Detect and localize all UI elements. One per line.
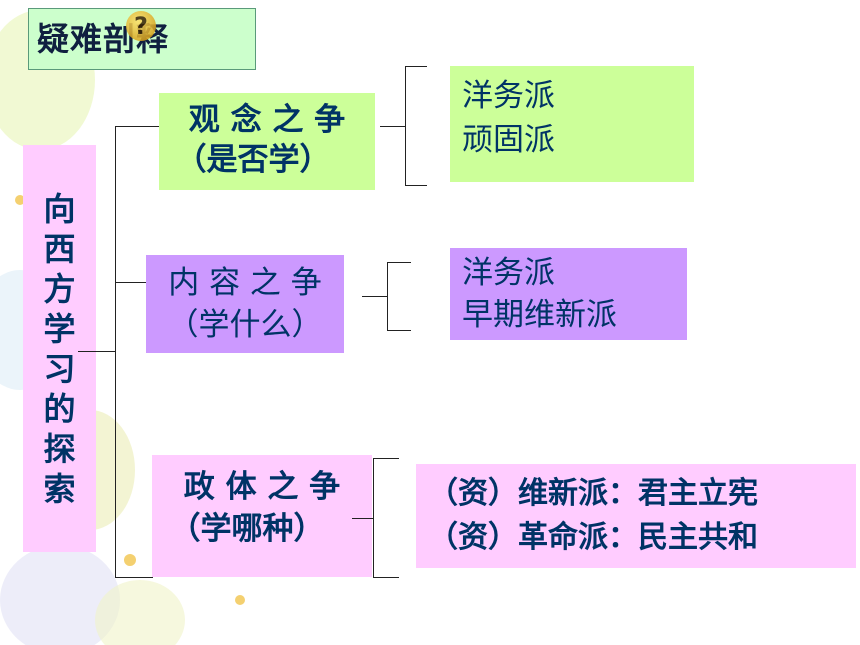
branch-title-1: 观 念 之 争 — [188, 102, 346, 138]
answer-box-3: （资）维新派：君主立宪 （资）革命派：民主共和 — [416, 464, 856, 568]
sparkle-decoration — [124, 554, 136, 566]
answer-box-2: 洋务派 早期维新派 — [450, 248, 687, 340]
connector-root-stub — [78, 351, 116, 352]
branch-title-3: 政 体 之 争 — [183, 469, 341, 505]
branch-box-2: 内 容 之 争 （学什么） — [146, 255, 344, 353]
connector-branch-3 — [115, 577, 153, 578]
bracket-3-vertical — [373, 458, 374, 578]
branch-subtitle-2: （学什么） — [167, 307, 323, 343]
bracket-2-vertical — [387, 262, 388, 331]
root-node: 向 西 方 学 习 的 探 索 — [23, 145, 96, 552]
connector-main-bracket — [115, 126, 116, 577]
sparkle-decoration — [235, 595, 245, 605]
connector-branch-2-right — [362, 296, 388, 297]
root-char: 学 — [43, 309, 76, 348]
balloon-decoration — [95, 580, 185, 645]
root-char: 的 — [43, 389, 76, 428]
answer-2-1: 洋务派 — [462, 255, 555, 291]
root-char: 索 — [43, 469, 76, 508]
bracket-1-top — [405, 66, 427, 67]
branch-subtitle-3: （学哪种） — [169, 511, 325, 547]
question-icon: ? — [126, 11, 156, 41]
branch-title-2: 内 容 之 争 — [168, 265, 322, 301]
sparkle-decoration — [15, 195, 25, 205]
root-char: 探 — [43, 429, 76, 468]
connector-branch-2 — [115, 282, 147, 283]
answer-3-2: （资）革命派：民主共和 — [428, 520, 758, 555]
answer-1-2: 顽固派 — [462, 122, 555, 158]
branch-subtitle-1: （是否学） — [175, 142, 331, 178]
connector-branch-1 — [115, 126, 160, 127]
answer-1-1: 洋务派 — [462, 78, 555, 114]
bracket-2-top — [387, 262, 411, 263]
root-char: 方 — [43, 269, 76, 308]
bracket-1-bottom — [405, 185, 427, 186]
branch-box-3: 政 体 之 争 （学哪种） — [152, 455, 372, 577]
connector-branch-3-right — [352, 518, 374, 519]
answer-3-1: （资）维新派：君主立宪 — [428, 476, 758, 511]
bracket-3-bottom — [373, 577, 399, 578]
bracket-1-vertical — [405, 66, 406, 186]
answer-box-1: 洋务派 顽固派 — [450, 66, 694, 182]
bracket-2-bottom — [387, 330, 411, 331]
balloon-decoration — [0, 545, 120, 645]
root-char: 西 — [43, 229, 76, 268]
root-char: 向 — [43, 189, 76, 228]
bracket-3-top — [373, 458, 399, 459]
root-char: 习 — [43, 349, 76, 388]
answer-2-2: 早期维新派 — [462, 297, 617, 333]
connector-branch-1-right — [380, 126, 406, 127]
branch-box-1: 观 念 之 争 （是否学） — [159, 93, 375, 190]
